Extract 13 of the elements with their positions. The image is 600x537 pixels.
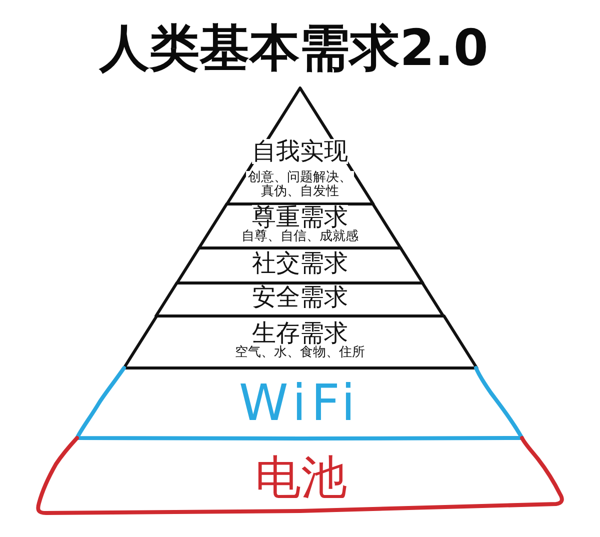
layer-title: 电池 — [255, 450, 347, 500]
pyramid-layer — [153, 280, 447, 319]
diagram-title: 人类基本需求2.0 — [100, 23, 488, 73]
pyramid-layer — [120, 313, 480, 371]
layer-title: 社交需求 — [252, 251, 348, 277]
layer-title: 自我实现 — [252, 138, 348, 164]
layer-title: 生存需求 — [252, 320, 348, 346]
layer-title: WiFi — [238, 376, 360, 428]
layer-description: 自尊、自信、成就感 — [241, 230, 358, 244]
layer-description: 空气、水、食物、住所 — [234, 346, 365, 360]
layer-title: 安全需求 — [252, 285, 348, 311]
layer-description: 创意、问题解决、真伪、自发性 — [246, 170, 354, 199]
layer-title: 尊重需求 — [252, 204, 348, 230]
